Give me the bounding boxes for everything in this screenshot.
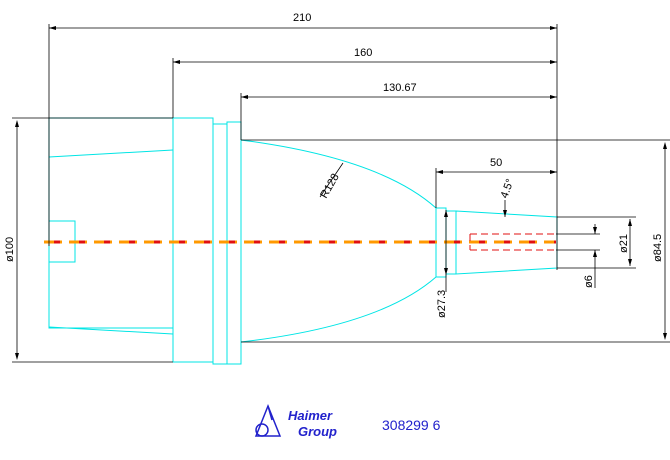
dimension-lines: [12, 24, 670, 363]
body-curve-bottom: [240, 276, 437, 343]
dim-overall-length: 210: [293, 12, 311, 24]
bore-hidden-lines: [469, 233, 556, 251]
dim-diameter-neck: ø27.3: [436, 290, 448, 318]
taper-inner-bottom: [48, 326, 174, 335]
dim-diameter-shank: ø100: [4, 237, 16, 262]
dim-bore-depth: 50: [490, 157, 502, 169]
arrowheads: [15, 26, 667, 360]
logo-emblem-icon: [254, 403, 282, 437]
taper-inner-top: [48, 149, 174, 158]
dim-diameter-body: ø84.5: [652, 234, 664, 262]
dim-diameter-bore: ø21: [618, 234, 630, 253]
part-number: 308299 6: [382, 417, 441, 433]
dim-angle: 4.5°: [499, 177, 517, 200]
dim-diameter-pin: ø6: [583, 275, 595, 288]
dim-radius: R128: [318, 172, 342, 201]
body-curve-top: [240, 139, 437, 209]
logo-company-line1: Haimer: [288, 408, 333, 423]
company-logo: Haimer Group: [254, 403, 337, 439]
flange-groove-1: [212, 123, 228, 365]
dim-flange-length: 160: [354, 47, 372, 59]
logo-company-line2: Group: [298, 424, 337, 439]
taper-shank: [48, 117, 173, 329]
flange: [172, 117, 214, 363]
dim-body-length: 130.67: [383, 82, 417, 94]
